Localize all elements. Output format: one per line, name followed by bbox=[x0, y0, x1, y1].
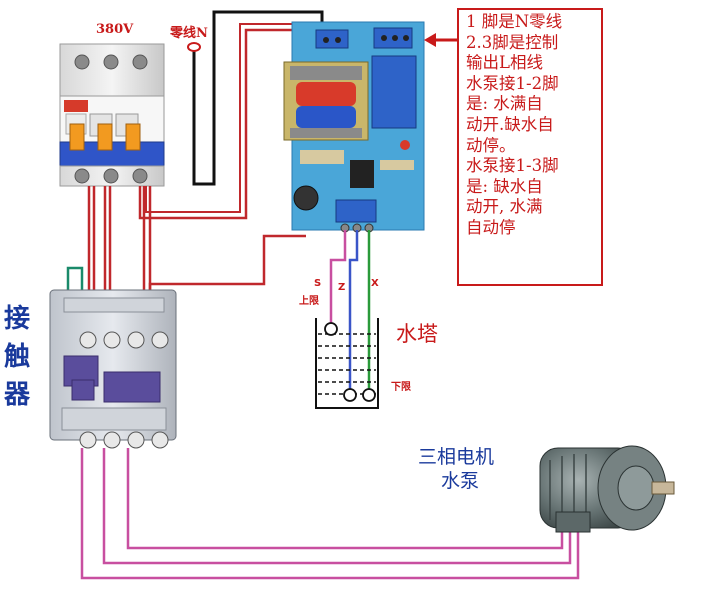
neutral-marker-icon bbox=[187, 42, 201, 52]
note-line: 动开.缺水自 bbox=[466, 114, 554, 134]
circuit-breaker-icon bbox=[59, 43, 165, 187]
voltage-label: 380V bbox=[96, 22, 134, 37]
contactor-label-char: 接 bbox=[4, 304, 31, 334]
upper-limit-label: 上限 bbox=[299, 296, 319, 307]
note-line: 动开, 水满 bbox=[466, 197, 543, 217]
note-line: 动停。 bbox=[466, 135, 516, 155]
note-line: 是: 缺水自 bbox=[466, 176, 543, 196]
neutral-wire-label: 零线N bbox=[170, 26, 208, 41]
pointer-arrow-icon bbox=[424, 33, 458, 47]
contactor-label: 接 触 器 bbox=[4, 300, 48, 414]
note-line: 2.3脚是控制 bbox=[466, 32, 559, 52]
note-line: 输出L相线 bbox=[466, 53, 543, 73]
note-line: 1 脚是N零线 bbox=[466, 12, 563, 31]
note-line: 是: 水满自 bbox=[466, 94, 543, 114]
probe-x-label: X bbox=[371, 278, 379, 289]
three-phase-motor-icon bbox=[539, 445, 675, 533]
probe-s-label: S bbox=[314, 278, 322, 289]
instruction-notes: 1 脚是N零线 2.3脚是控制 输出L相线 水泵接1-2脚 是: 水满自 动开.… bbox=[457, 8, 603, 286]
motor-label-line1: 三相电机 bbox=[418, 446, 495, 468]
contactor-label-char: 器 bbox=[4, 380, 31, 410]
note-line: 水泵接1-2脚 bbox=[466, 73, 559, 93]
water-level-controller-board-icon bbox=[283, 21, 425, 233]
note-line: 水泵接1-3脚 bbox=[466, 156, 559, 176]
contactor-icon bbox=[49, 266, 177, 449]
water-tower-label: 水塔 bbox=[396, 322, 438, 346]
motor-label-line2: 水泵 bbox=[441, 470, 480, 492]
motor-wires bbox=[80, 448, 580, 580]
neutral-wire bbox=[192, 10, 324, 186]
lower-limit-label: 下限 bbox=[391, 382, 411, 393]
note-line: 自动停 bbox=[466, 217, 516, 237]
contactor-label-char: 触 bbox=[4, 342, 31, 372]
water-tank-icon bbox=[315, 318, 379, 409]
probe-wires bbox=[329, 230, 371, 392]
probe-z-label: Z bbox=[338, 282, 346, 293]
